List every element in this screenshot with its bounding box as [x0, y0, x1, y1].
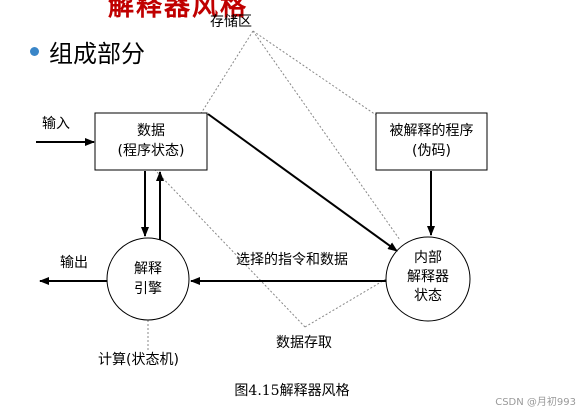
- access-link-data: [154, 169, 306, 328]
- engine-line-1: 解释: [134, 261, 162, 277]
- figure-caption: 图4.15解释器风格: [234, 383, 350, 399]
- state-circle: [385, 236, 471, 322]
- watermark: CSDN @月初993: [495, 397, 576, 408]
- data-to-state-arrow: [207, 113, 398, 252]
- output-label: 输出: [60, 255, 88, 271]
- bullet-heading: 组成部分: [30, 34, 145, 69]
- slide-title: 解释器风格: [108, 0, 249, 22]
- program-box-line-1: 被解释的程序: [389, 123, 474, 139]
- storage-link-program: [252, 30, 377, 116]
- data-access-label: 数据存取: [276, 335, 332, 351]
- data-box-line-2: (程序状态): [117, 143, 185, 160]
- state-line-3: 状态: [414, 287, 442, 304]
- data-box: [94, 112, 208, 171]
- program-box-line-2: (伪码): [412, 143, 451, 160]
- program-box-text: 被解释的程序 (伪码): [376, 121, 487, 162]
- storage-label: 存储区: [210, 14, 252, 30]
- instruction-data-label: 选择的指令和数据: [236, 252, 348, 268]
- state-line-1: 内部: [414, 250, 442, 266]
- engine-circle: [106, 237, 190, 321]
- engine-line-2: 引擎: [134, 281, 162, 298]
- data-box-text: 数据 (程序状态): [95, 121, 207, 162]
- storage-link-state: [252, 30, 401, 241]
- state-line-2: 解释器: [407, 268, 449, 285]
- engine-text: 解释 引擎: [108, 259, 188, 300]
- data-box-line-1: 数据: [137, 123, 165, 139]
- state-text: 内部 解释器 状态: [388, 249, 468, 306]
- compute-label: 计算(状态机): [98, 352, 179, 368]
- input-label: 输入: [42, 116, 70, 132]
- storage-link-data: [199, 30, 254, 116]
- bullet-icon: [30, 47, 39, 56]
- bullet-text: 组成部分: [49, 40, 145, 68]
- program-box: [375, 112, 488, 171]
